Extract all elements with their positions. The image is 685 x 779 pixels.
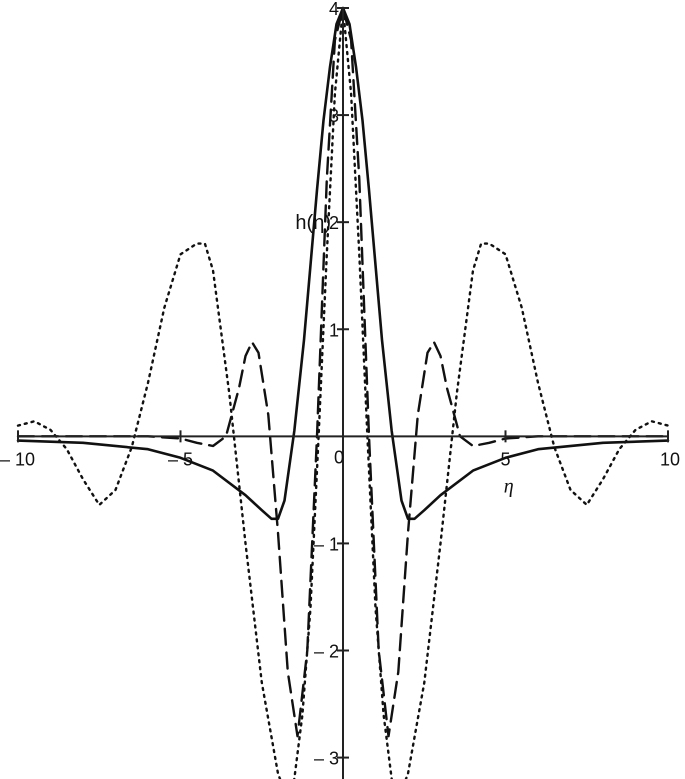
- axes-layer: [18, 8, 668, 779]
- origin-tick-label: 0: [334, 447, 344, 467]
- y-tick-label: – 2: [314, 642, 339, 662]
- series-line-dashed: [16, 6, 670, 738]
- y-tick-label: – 3: [314, 749, 339, 769]
- x-tick-label: 10: [660, 449, 680, 469]
- y-tick-label: 4: [329, 0, 339, 19]
- x-tick-label: – 10: [0, 449, 35, 469]
- x-axis-label: η: [504, 475, 514, 497]
- ticks-layer: – 10 – 5 5 10 – 3 – 2 – 1 1 2 3 4 0: [0, 0, 680, 769]
- y-axis-label: h(η): [295, 212, 331, 234]
- x-tick-label: – 5: [168, 449, 193, 469]
- y-tick-label: 3: [329, 106, 339, 126]
- y-tick-label: 2: [329, 213, 339, 233]
- x-tick-label: 5: [500, 449, 510, 469]
- y-tick-label: – 1: [314, 534, 339, 554]
- y-tick-label: 1: [329, 320, 339, 340]
